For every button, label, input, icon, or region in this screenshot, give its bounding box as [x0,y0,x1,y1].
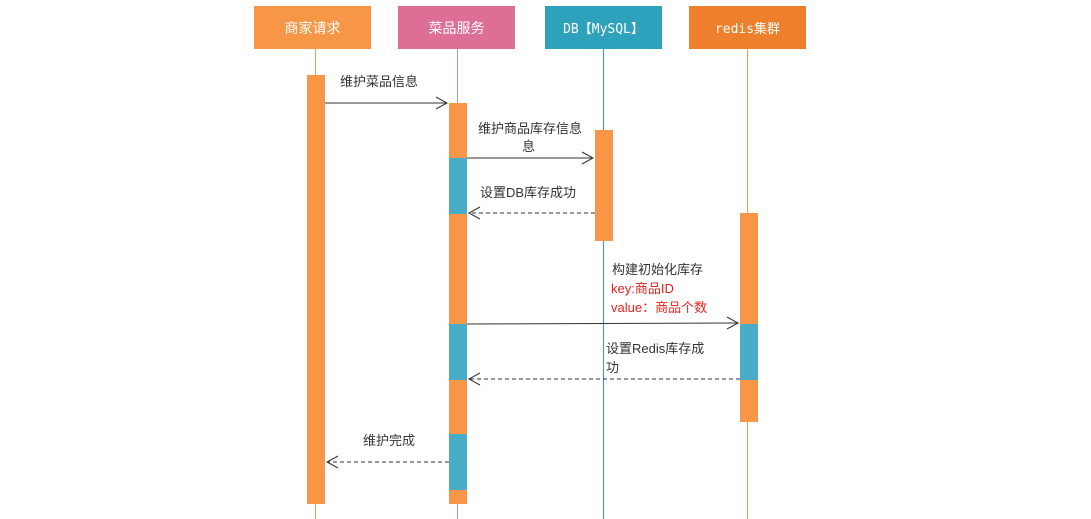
message-label-maintain-stock-info-wrap: 息 [522,139,536,154]
message-label-redis-stock-set-wrap: 功 [606,360,620,375]
arrowhead-db-stock-set [467,206,481,220]
arrowhead-maintain-stock-info [581,151,595,165]
message-label-db-stock-set: 设置DB库存成功 [480,185,577,200]
message-label-stock-value: value：商品个数 [611,300,708,315]
activation-bar-dish-service-segment [449,214,467,324]
message-label-stock-key: key:商品ID [611,281,674,296]
message-label-redis-stock-set: 设置Redis库存成 [606,341,705,356]
actor-redis-cluster: redis集群 [689,6,806,49]
arrowhead-maintain-complete [325,455,339,469]
actor-db-mysql: DB【MySQL】 [545,6,662,49]
activation-bar-dish-service-segment [449,103,467,158]
activation-bar-dish-service-segment [449,490,467,504]
activation-bar-redis-segment [740,324,758,380]
message-label-build-init-stock: 构建初始化库存 [612,262,704,277]
arrowhead-redis-stock-set [467,372,481,386]
arrowhead-maintain-dish-info [435,96,449,110]
lifeline-db [603,49,604,519]
activation-bar-redis-segment [740,380,758,422]
activation-bar-dish-service-segment [449,158,467,214]
arrowhead-build-init-stock [726,316,740,330]
arrow-build-init-stock [466,322,739,325]
message-label-maintain-stock-info: 维护商品库存信息 [478,121,583,136]
activation-bar-dish-service-segment [449,434,467,490]
activation-bar-db [595,130,613,241]
activation-bar-dish-service-segment [449,324,467,380]
message-label-maintain-dish-info: 维护菜品信息 [340,74,419,89]
actor-dish-service: 菜品服务 [398,6,515,49]
activation-bar-merchant [307,75,325,504]
activation-bar-dish-service-segment [449,380,467,434]
message-label-maintain-complete: 维护完成 [363,433,416,448]
actor-merchant-request: 商家请求 [254,6,371,49]
activation-bar-redis-segment [740,213,758,324]
